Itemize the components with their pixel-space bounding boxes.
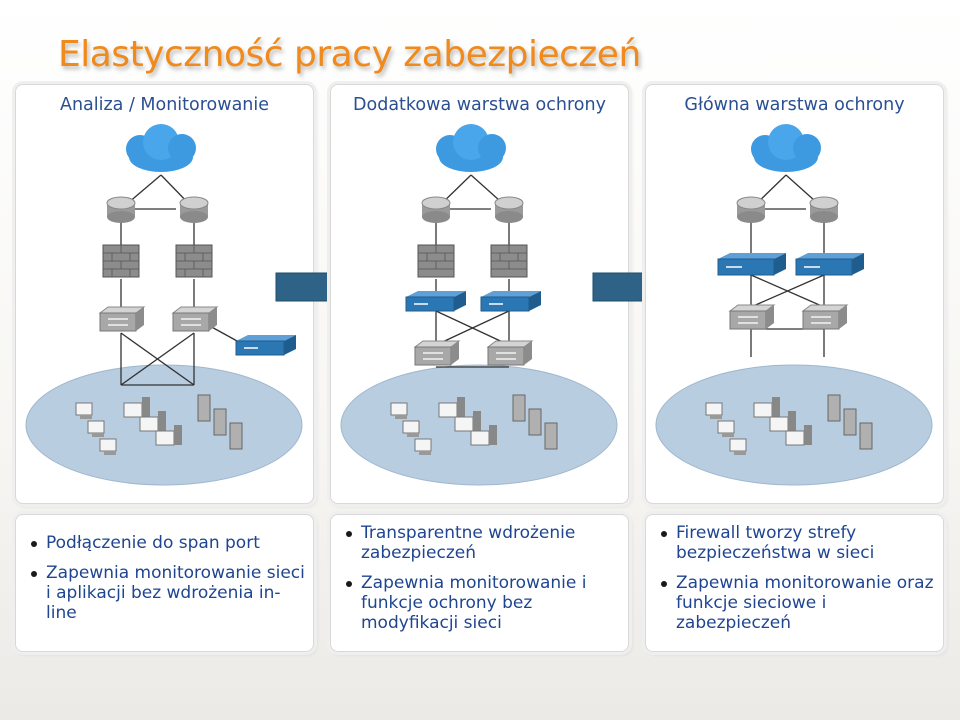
bullet-list: Firewall tworzy strefy bezpieczeństwa w …: [646, 515, 943, 633]
workstation-icon: [769, 411, 796, 432]
panel-heading: Główna warstwa ochrony: [684, 95, 905, 115]
lan-hosts: [705, 394, 873, 455]
router-icon: [421, 196, 451, 223]
router-icon: [736, 196, 766, 223]
workstation-icon: [438, 397, 465, 418]
workstation-icon: [454, 411, 481, 432]
bullet-item: Podłączenie do span port: [30, 533, 305, 553]
bullet-item: Firewall tworzy strefy bezpieczeństwa w …: [660, 523, 935, 563]
bullet-item: Zapewnia monitorowanie i funkcje ochrony…: [345, 573, 620, 633]
server-tower-icon: [843, 408, 857, 436]
workstation-icon: [139, 411, 166, 432]
brick-firewall-icon: [175, 244, 213, 278]
router-icon: [494, 196, 524, 223]
router-icon: [106, 196, 136, 223]
switch-icon: [98, 306, 146, 332]
lan-hosts: [390, 394, 558, 455]
server-tower-icon: [827, 394, 841, 422]
description-box-main: Firewall tworzy strefy bezpieczeństwa w …: [645, 514, 944, 652]
server-tower-icon: [512, 394, 526, 422]
workstation-icon: [123, 397, 150, 418]
workstation-icon: [753, 397, 780, 418]
bullet-list: Podłączenie do span port Zapewnia monito…: [16, 515, 313, 623]
server-tower-icon: [197, 394, 211, 422]
security-appliance-icon: [235, 335, 296, 356]
brick-firewall-icon: [490, 244, 528, 278]
workstation-icon: [402, 420, 420, 437]
workstation-icon: [99, 438, 117, 455]
workstation-icon: [785, 425, 812, 446]
network-diagram-span-port: [25, 124, 303, 486]
bullet-item: Zapewnia monitorowanie sieci i aplikacji…: [30, 563, 305, 623]
bullet-item: Zapewnia monitorowanie oraz funkcje siec…: [660, 573, 935, 633]
switch-icon: [486, 340, 534, 366]
bullet-list: Transparentne wdrożenie zabezpieczeń Zap…: [331, 515, 628, 633]
brick-firewall-icon: [102, 244, 140, 278]
security-appliance-icon: [480, 291, 541, 312]
workstation-icon: [705, 402, 723, 419]
server-tower-icon: [528, 408, 542, 436]
router-icon: [179, 196, 209, 223]
security-appliance-icon: [795, 253, 864, 276]
workstation-icon: [414, 438, 432, 455]
workstation-icon: [390, 402, 408, 419]
switch-icon: [171, 306, 219, 332]
slide-title: Elastyczność pracy zabezpieczeń: [58, 34, 641, 75]
server-tower-icon: [544, 422, 558, 450]
server-tower-icon: [213, 408, 227, 436]
network-links: [120, 174, 249, 386]
security-appliance-icon: [405, 291, 466, 312]
workstation-icon: [729, 438, 747, 455]
panel-additional-protection: Dodatkowa warstwa ochrony: [330, 84, 629, 504]
cloud-icon: [126, 124, 196, 172]
panel-main-protection: Główna warstwa ochrony: [645, 84, 944, 504]
description-box-analysis: Podłączenie do span port Zapewnia monito…: [15, 514, 314, 652]
network-links: [435, 174, 510, 368]
brick-firewall-icon: [417, 244, 455, 278]
network-diagram-firewall: [655, 124, 933, 486]
workstation-icon: [470, 425, 497, 446]
workstation-icon: [717, 420, 735, 437]
panel-analysis-monitoring: Analiza / Monitorowanie: [15, 84, 314, 504]
cloud-icon: [436, 124, 506, 172]
router-icon: [809, 196, 839, 223]
switch-icon: [801, 304, 849, 330]
lan-hosts: [75, 394, 243, 455]
workstation-icon: [87, 420, 105, 437]
panel-heading: Analiza / Monitorowanie: [59, 95, 270, 115]
switch-icon: [728, 304, 776, 330]
workstation-icon: [155, 425, 182, 446]
cloud-icon: [751, 124, 821, 172]
security-appliance-icon: [717, 253, 786, 276]
server-tower-icon: [859, 422, 873, 450]
workstation-icon: [75, 402, 93, 419]
panel-heading: Dodatkowa warstwa ochrony: [353, 95, 606, 115]
description-box-additional: Transparentne wdrożenie zabezpieczeń Zap…: [330, 514, 629, 652]
bullet-item: Transparentne wdrożenie zabezpieczeń: [345, 523, 620, 563]
switch-icon: [413, 340, 461, 366]
network-diagram-transparent: [340, 124, 618, 486]
server-tower-icon: [229, 422, 243, 450]
